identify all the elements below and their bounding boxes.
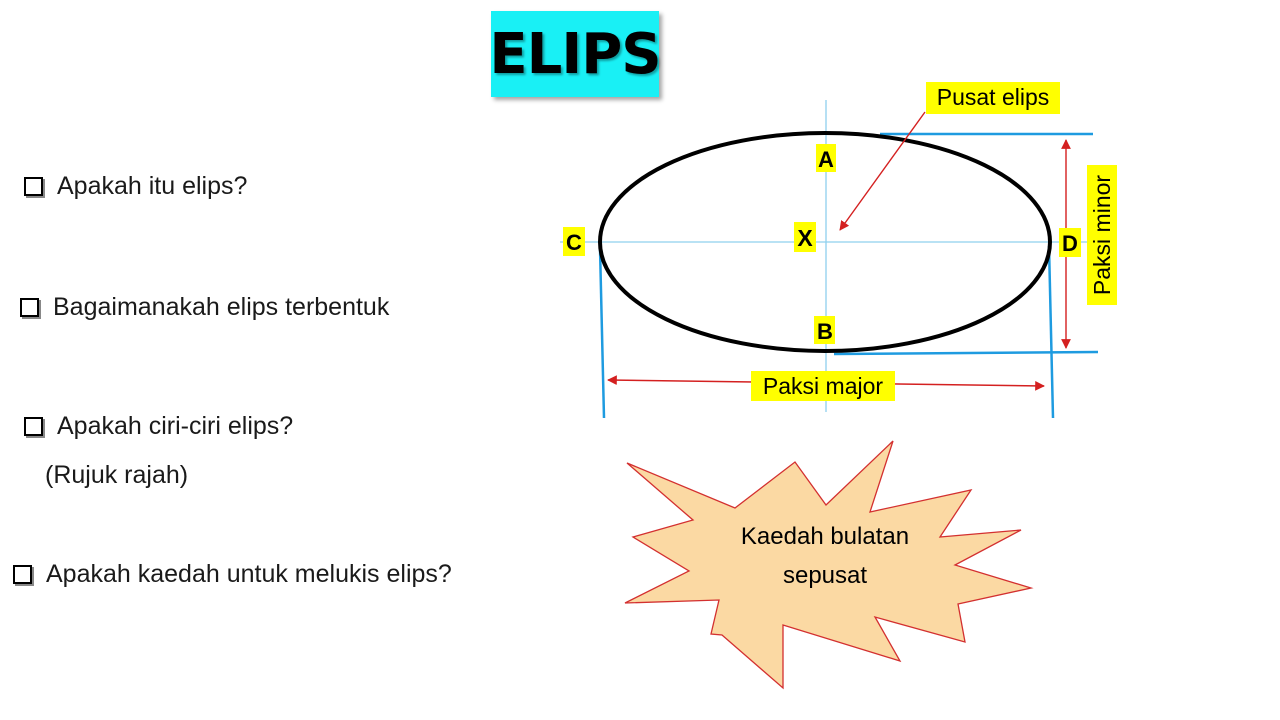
question-item-2: Bagaimanakah elips terbentuk [20, 293, 389, 322]
method-starburst [624, 440, 1034, 690]
title-box: ELIPS [489, 11, 662, 97]
right-extension-line [1047, 245, 1055, 419]
bottom-extension-line [833, 350, 1099, 356]
question-note: (Rujuk rajah) [45, 461, 189, 489]
center-label-highlight [926, 82, 1060, 114]
label-x-highlight [794, 222, 816, 252]
label-a-highlight [816, 144, 836, 172]
minor-axis-label: Paksi minor [1089, 175, 1115, 295]
checkbox-bullet-icon [13, 565, 32, 584]
checkbox-bullet-icon [20, 298, 39, 317]
checkbox-bullet-icon [24, 417, 43, 436]
center-pointer-arrow [839, 111, 926, 231]
question-text-2: Bagaimanakah elips terbentuk [53, 293, 390, 321]
major-axis-label: Paksi major [763, 373, 883, 399]
point-b-label: B [817, 319, 833, 344]
question-item-3: Apakah ciri-ciri elips? [24, 412, 293, 441]
burst-text-line2: sepusat [783, 562, 867, 589]
minor-label-highlight [1087, 165, 1117, 305]
ellipse-shape [598, 131, 1052, 353]
point-a-label: A [818, 147, 834, 172]
question-text-4: Apakah kaedah untuk melukis elips? [46, 560, 452, 588]
page-title: ELIPS [489, 21, 661, 87]
question-item-1: Apakah itu elips? [24, 172, 247, 201]
left-extension-line [598, 247, 606, 419]
label-c-highlight [563, 227, 585, 256]
point-d-label: D [1062, 231, 1078, 256]
checkbox-bullet-icon [24, 177, 43, 196]
point-c-label: C [566, 230, 582, 255]
question-item-4: Apakah kaedah untuk melukis elips? [13, 560, 452, 589]
center-label: Pusat elips [937, 84, 1050, 110]
question-text-3: Apakah ciri-ciri elips? [57, 412, 294, 440]
major-label-highlight [751, 371, 895, 401]
center-x-label: X [797, 225, 813, 251]
label-d-highlight [1059, 228, 1081, 257]
question-text-1: Apakah itu elips? [57, 172, 248, 200]
label-b-highlight [814, 316, 835, 344]
burst-text-line1: Kaedah bulatan [741, 523, 909, 550]
